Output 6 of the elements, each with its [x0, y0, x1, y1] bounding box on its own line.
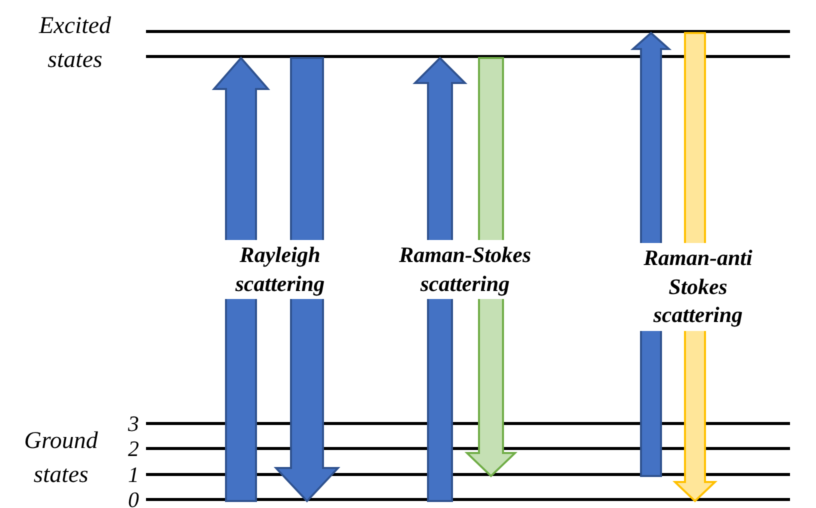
state-label: Excited states — [38, 12, 112, 75]
level-number: 3 — [128, 415, 139, 433]
level-number: 0 — [128, 491, 139, 508]
level-number: 1 — [128, 466, 139, 484]
state-label: Ground states — [23, 427, 99, 490]
level-number: 2 — [128, 440, 139, 458]
